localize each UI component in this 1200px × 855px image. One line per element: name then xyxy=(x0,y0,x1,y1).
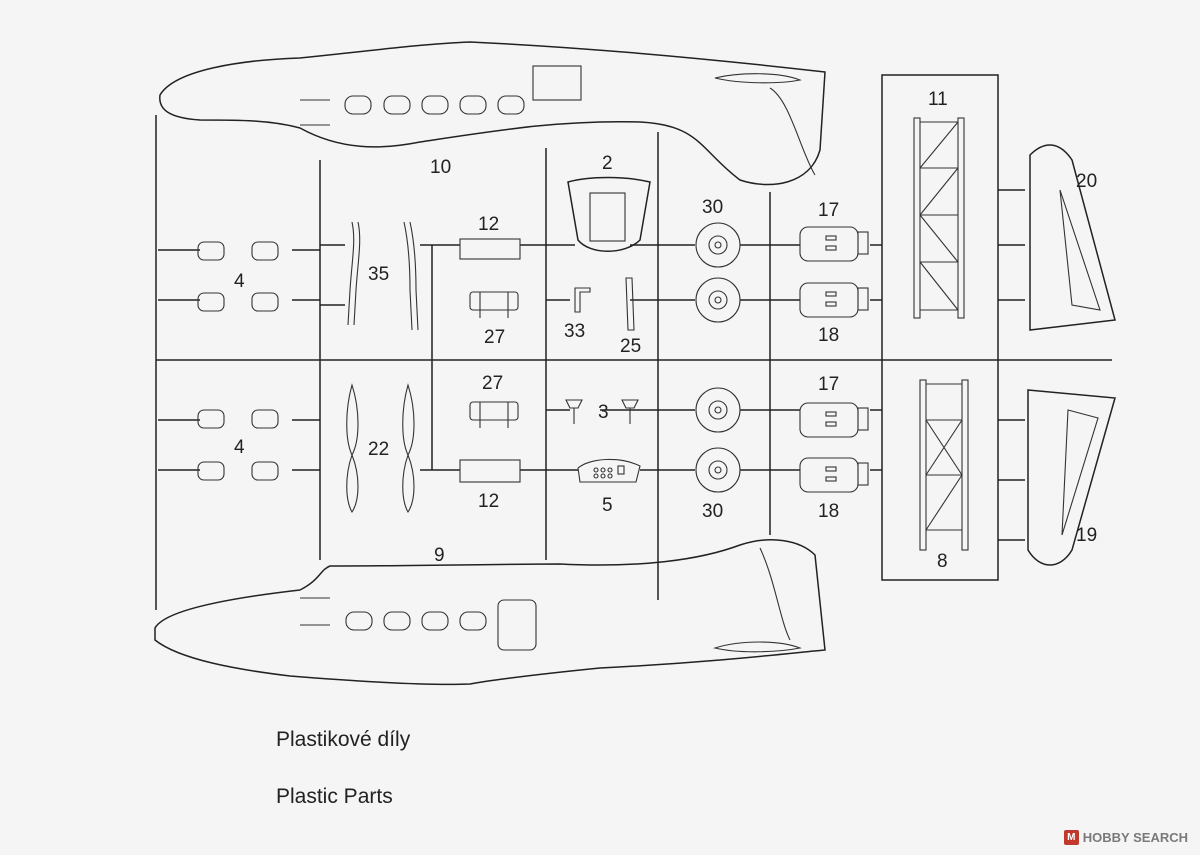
label-part-9: 9 xyxy=(434,545,445,566)
label-part-30-top: 30 xyxy=(702,197,724,218)
label-part-2: 2 xyxy=(602,153,613,174)
part-30-wheels-bottom xyxy=(695,387,741,493)
hobby-search-logo-icon: M xyxy=(1063,830,1079,845)
label-part-27-bottom: 27 xyxy=(482,373,504,394)
part-27-top xyxy=(469,291,519,318)
label-part-5: 5 xyxy=(602,495,613,516)
part-2-panel xyxy=(567,176,651,252)
label-part-18-top: 18 xyxy=(818,325,840,346)
label-part-10: 10 xyxy=(430,157,452,178)
sprue-frame xyxy=(155,74,1112,610)
label-part-17-bottom: 17 xyxy=(818,374,840,395)
part-18-top xyxy=(799,282,869,318)
label-part-30-bottom: 30 xyxy=(702,501,724,522)
label-part-11: 11 xyxy=(928,89,948,110)
part-27-bottom xyxy=(469,401,519,428)
part-12-bottom xyxy=(459,459,521,483)
part-5-instrument-panel xyxy=(577,458,641,483)
part-19-fin xyxy=(1027,389,1116,566)
label-part-17-top: 17 xyxy=(818,200,840,221)
part-12-top xyxy=(459,238,521,260)
label-part-12-top: 12 xyxy=(478,214,500,235)
part-10-fuselage-half xyxy=(159,41,826,186)
label-part-18-bottom: 18 xyxy=(818,501,840,522)
label-part-4-top: 4 xyxy=(234,271,245,292)
part-22-propellers xyxy=(346,383,415,514)
part-30-wheels-top xyxy=(695,222,741,323)
label-part-19: 19 xyxy=(1076,525,1098,546)
label-part-12-bottom: 12 xyxy=(478,491,500,512)
part-8-truss xyxy=(919,379,969,551)
part-3-pieces xyxy=(565,399,639,424)
label-part-22: 22 xyxy=(368,439,390,460)
part-20-fin xyxy=(1029,144,1116,331)
part-33-bracket xyxy=(574,287,591,313)
part-17-top xyxy=(799,226,869,262)
label-part-27-top: 27 xyxy=(484,327,506,348)
label-part-4-bottom: 4 xyxy=(234,437,245,458)
label-part-25: 25 xyxy=(620,336,642,357)
part-11-truss xyxy=(913,117,965,319)
part-17-bottom xyxy=(799,402,869,438)
caption-czech: Plastikové díly xyxy=(276,728,411,751)
label-part-33: 33 xyxy=(564,321,586,342)
caption-english: Plastic Parts xyxy=(276,785,393,808)
label-part-20: 20 xyxy=(1076,171,1098,192)
part-18-bottom xyxy=(799,457,869,493)
part-35-struts xyxy=(347,221,419,331)
label-part-35: 35 xyxy=(368,264,390,285)
label-part-3: 3 xyxy=(598,402,609,423)
hobby-search-watermark: M HOBBY SEARCH xyxy=(1063,830,1188,845)
part-4-top xyxy=(197,241,279,312)
part-4-bottom xyxy=(197,409,279,481)
label-part-8: 8 xyxy=(937,551,948,572)
watermark-text: HOBBY SEARCH xyxy=(1082,830,1188,845)
part-9-fuselage-half xyxy=(154,539,826,686)
part-25-rod xyxy=(625,277,635,331)
